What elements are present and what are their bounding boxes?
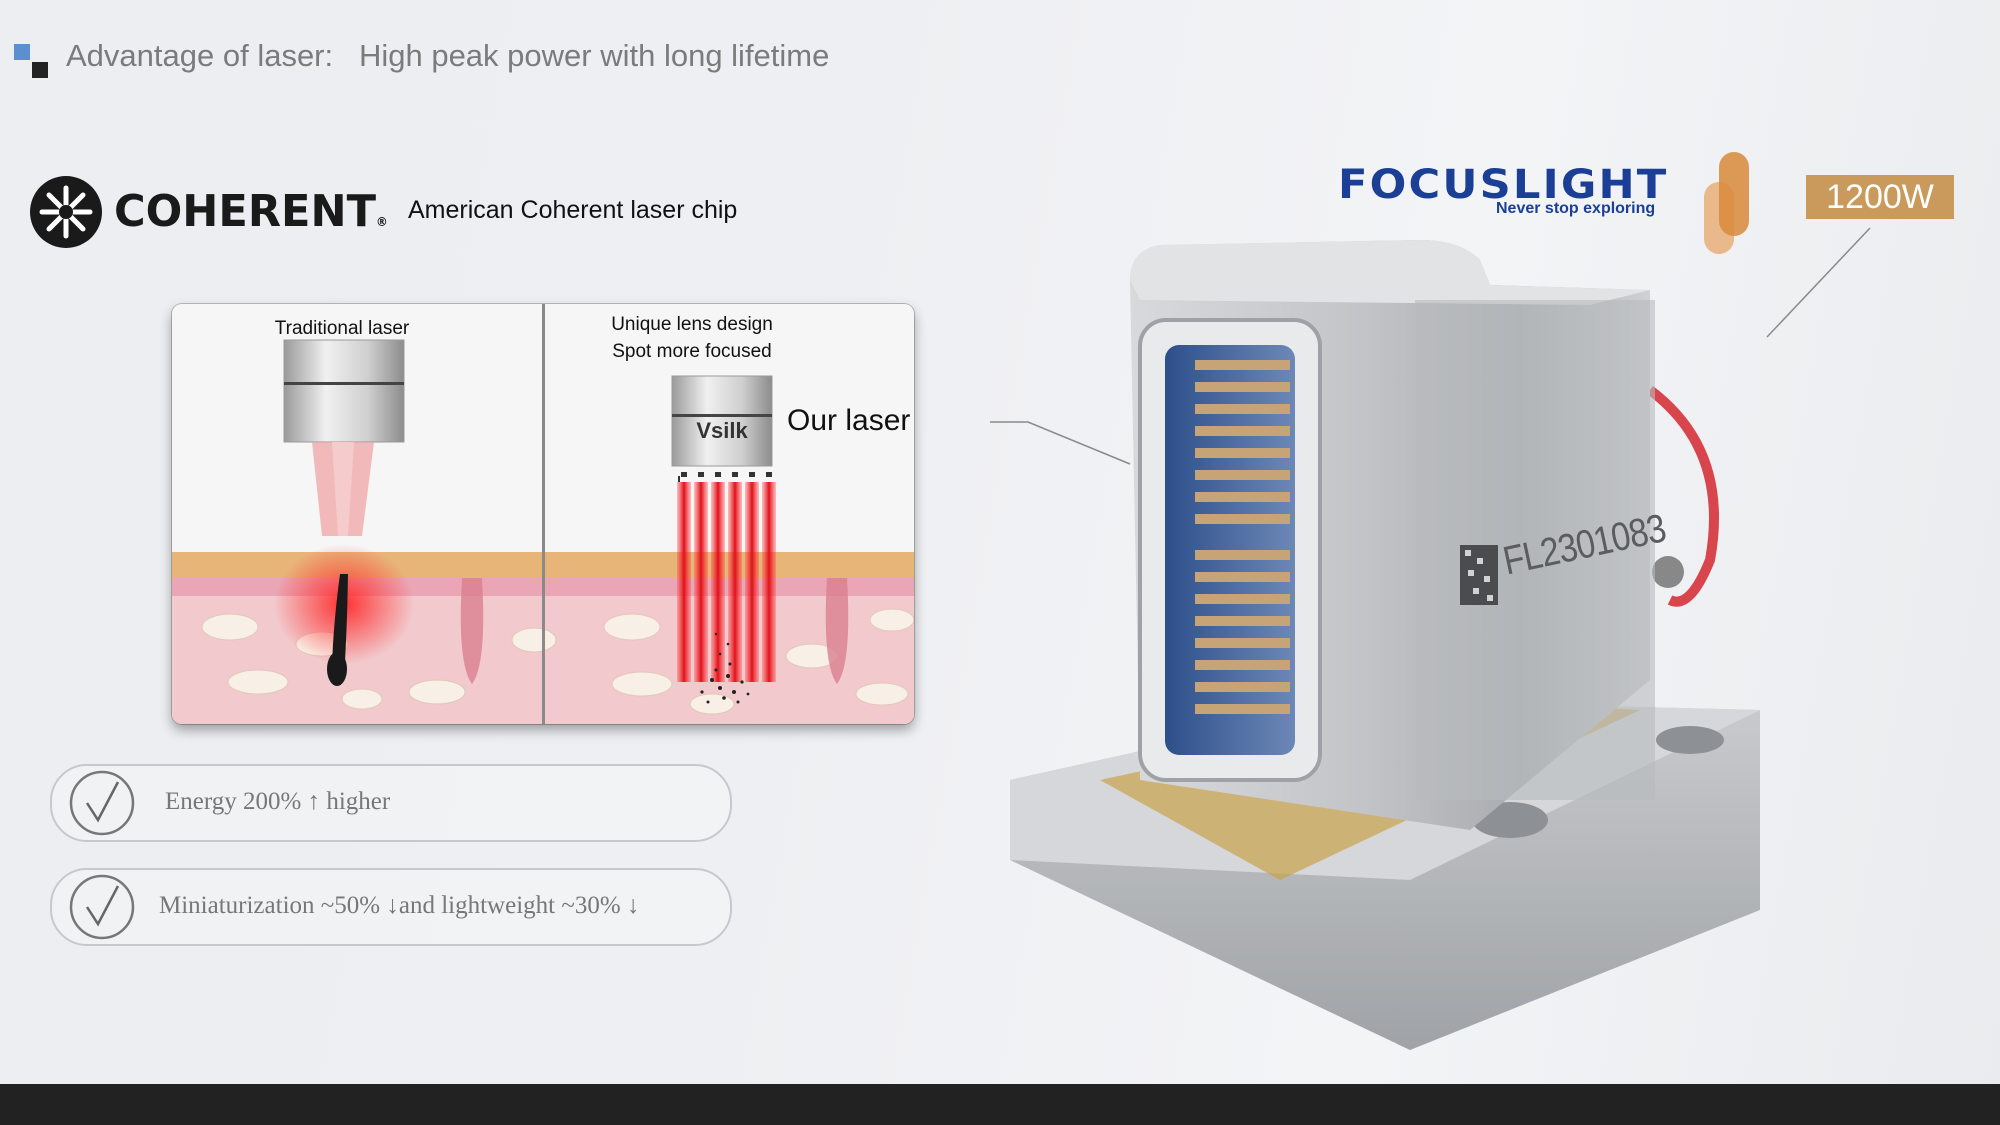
coherent-description: American Coherent laser chip [408, 196, 738, 224]
spot-focused-label: Spot more focused [612, 341, 772, 362]
lens-design-label: Unique lens design [611, 314, 773, 335]
footer-bar [0, 1084, 2000, 1125]
our-laser-callout: Our laser [787, 404, 911, 437]
focuslight-emblem-icon [1704, 152, 1749, 254]
feature-energy-text: Energy 200% ↑ higher [165, 788, 391, 815]
header-bullet-icon [14, 44, 50, 80]
power-badge: 1200W [1806, 175, 1954, 219]
traditional-laser-label: Traditional laser [274, 318, 410, 339]
coherent-logo-text: COHERENT® [114, 186, 388, 237]
laser-module-image [990, 227, 1871, 1050]
focuslight-logo: FOCUSLIGHT Never stop exploring [1338, 162, 1669, 217]
checkmark-icon [69, 770, 135, 836]
checkmark-icon [69, 874, 135, 940]
laser-comparison-illustration: Vsilk Traditional laser Unique lens desi… [172, 304, 914, 724]
coherent-logo-icon [30, 176, 102, 248]
page-title: Advantage of laser: High peak power with… [66, 38, 830, 73]
feature-size-text: Miniaturization ~50% ↓and lightweight ~3… [159, 892, 640, 919]
feature-energy: Energy 200% ↑ higher [50, 764, 732, 842]
device-vsilk-label: Vsilk [696, 418, 748, 443]
feature-size: Miniaturization ~50% ↓and lightweight ~3… [50, 868, 732, 946]
